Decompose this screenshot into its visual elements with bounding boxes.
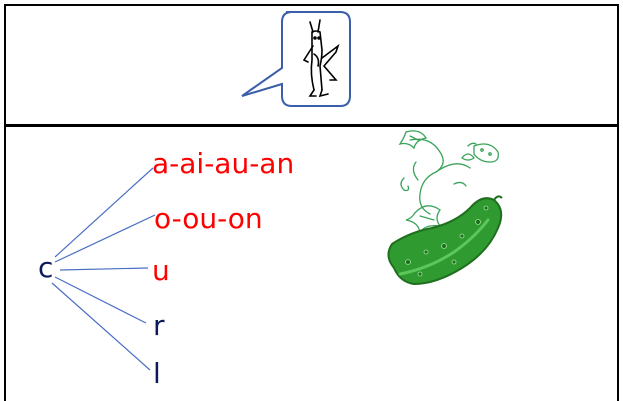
branch-line bbox=[59, 267, 149, 271]
cucumber-icon bbox=[387, 130, 503, 286]
exercise-cell bbox=[4, 125, 619, 401]
branch-syllable-l: l bbox=[153, 357, 161, 390]
branch-syllable-o: o-ou-on bbox=[154, 202, 263, 235]
letter-k-character-icon bbox=[241, 11, 351, 107]
branch-line bbox=[54, 276, 147, 324]
stem-letter: c bbox=[38, 251, 54, 284]
branch-syllable-a: a-ai-au-an bbox=[152, 147, 295, 180]
branch-lines bbox=[51, 167, 156, 371]
branch-line bbox=[54, 214, 156, 263]
branch-line bbox=[51, 282, 151, 371]
branch-line bbox=[54, 167, 154, 258]
branch-syllable-r: r bbox=[153, 309, 165, 342]
branch-syllable-u: u bbox=[152, 254, 170, 287]
